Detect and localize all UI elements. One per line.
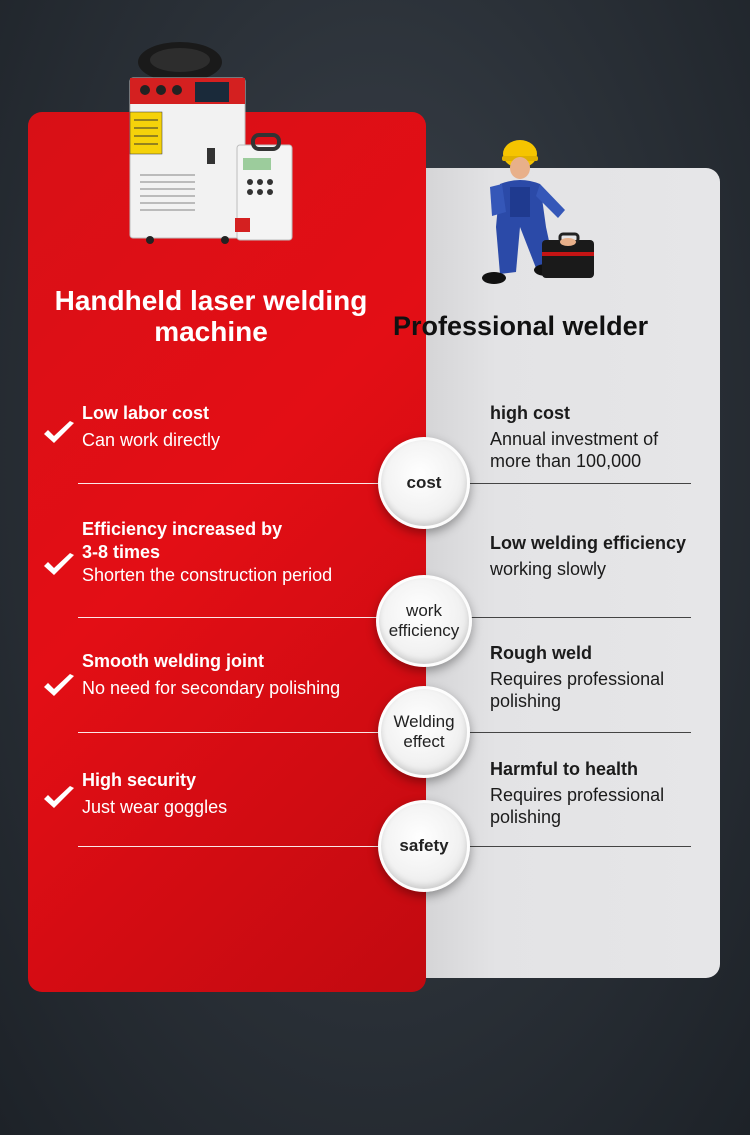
efficiency-left-heading: Efficiency increased by 3-8 times [82,519,283,562]
row-divider-right [465,846,691,847]
efficiency-right-text: Low welding efficiency working slowly [490,532,686,580]
laser-welding-machine-image [129,42,293,244]
efficiency-right-detail: working slowly [490,559,607,579]
category-safety: safety [378,800,470,892]
efficiency-right-heading: Low welding efficiency [490,533,687,553]
welding-right-text: Rough weld Requires professional polishi… [490,642,690,712]
cost-right-text: high cost Annual investment of more than… [490,402,690,472]
safety-right-heading: Harmful to health [490,759,639,779]
welding-left-detail: No need for secondary polishing [82,678,341,698]
row-divider-left [78,483,388,484]
cost-right-heading: high cost [490,403,570,423]
welding-right-detail: Requires professional polishing [490,669,665,711]
cost-left-detail: Can work directly [82,430,221,450]
welding-right-heading: Rough weld [490,643,592,663]
welding-left-text: Smooth welding joint No need for seconda… [82,650,340,700]
row-divider-left [78,617,388,618]
checkmark-icon [44,674,74,696]
welding-left-heading: Smooth welding joint [82,651,264,671]
row-divider-left [78,732,388,733]
cost-left-text: Low labor cost Can work directly [82,402,220,452]
efficiency-left-detail: Shorten the construction period [82,565,333,585]
machine-panel [28,112,426,992]
welder-with-toolbox-image [482,140,594,284]
safety-left-detail: Just wear goggles [82,797,228,817]
row-divider-left [78,846,388,847]
row-divider-right [465,483,691,484]
checkmark-icon [44,553,74,575]
row-divider-right [465,732,691,733]
category-cost: cost [378,437,470,529]
efficiency-left-text: Efficiency increased by 3-8 times Shorte… [82,518,332,587]
safety-right-text: Harmful to health Requires professional … [490,758,690,828]
checkmark-icon [44,786,74,808]
checkmark-icon [44,421,74,443]
safety-left-heading: High security [82,770,197,790]
cost-left-heading: Low labor cost [82,403,210,423]
machine-title: Handheld laser welding machine [54,285,368,347]
category-welding-effect: Welding effect [378,686,470,778]
row-divider-right [465,617,691,618]
cost-right-detail: Annual investment of more than 100,000 [490,429,659,471]
welder-title: Professional welder [393,311,649,341]
safety-right-detail: Requires professional polishing [490,785,665,827]
safety-left-text: High security Just wear goggles [82,769,227,819]
category-work-efficiency: work efficiency [376,575,472,667]
